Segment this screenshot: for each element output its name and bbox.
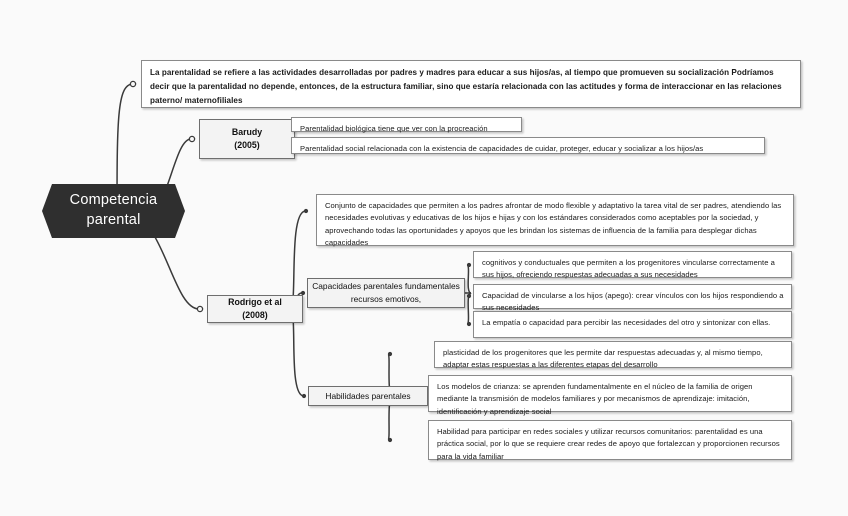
capacidades-item-1[interactable]: cognitivos y conductuales que permiten a… [473,251,792,279]
capacidades-item-3[interactable]: La empatía o capacidad para percibir las… [473,311,792,338]
branch-node-barudy[interactable]: Barudy(2005) [199,119,295,159]
wire-arrow-hab-3 [387,437,393,443]
branch-node-barudy-label: Barudy(2005) [231,126,263,150]
wire-arrow-hab-1 [387,351,393,357]
definition-box[interactable]: La parentalidad se refiere a las activid… [141,60,801,108]
wire-dot-barudy [188,135,196,143]
wire-cap-2 [467,292,472,297]
rodrigo-main-description[interactable]: Conjunto de capacidades que permiten a l… [316,194,794,247]
capacidades-item-2[interactable]: Capacidad de vincularse a los hijos (ape… [473,284,792,312]
habilidades-item-2-text: Los modelos de crianza: se aprenden fund… [437,382,753,416]
definition-text: La parentalidad se refiere a las activid… [150,68,782,105]
subbranch-node-capacidades[interactable]: Capacidades parentales fundamentales rec… [307,278,465,308]
habilidades-item-3-text: Habilidad para participar en redes socia… [437,427,780,461]
wire-arrow-rodrigo-habilidades [301,393,307,399]
wire-arrow-cap-3 [466,321,472,327]
barudy-item-1-text: Parentalidad biológica tiene que ver con… [300,124,488,133]
habilidades-item-3[interactable]: Habilidad para participar en redes socia… [428,420,792,461]
wire-root-to-rodrigo [151,231,200,310]
habilidades-item-2[interactable]: Los modelos de crianza: se aprenden fund… [428,375,792,416]
wire-arrow-cap-2 [466,293,472,299]
capacidades-item-3-text: La empatía o capacidad para percibir las… [482,318,771,327]
barudy-item-2[interactable]: Parentalidad social relacionada con la e… [291,137,765,154]
barudy-item-2-text: Parentalidad social relacionada con la e… [300,144,704,153]
branch-node-rodrigo-label: Rodrigo et al(2008) [228,296,282,320]
capacidades-item-1-text: cognitivos y conductuales que permiten a… [482,258,775,280]
wire-cap-1 [466,264,472,294]
branch-node-rodrigo[interactable]: Rodrigo et al(2008) [207,295,303,323]
capacidades-item-2-text: Capacidad de vincularse a los hijos (ape… [482,291,784,313]
habilidades-item-1-text: plasticidad de los progenitores que les … [443,348,763,370]
subbranch-node-habilidades[interactable]: Habilidades parentales [308,386,428,406]
habilidades-item-1[interactable]: plasticidad de los progenitores que les … [434,341,792,369]
wire-dot-definition [129,80,137,88]
wire-arrow-cap-1 [466,262,472,268]
subbranch-node-habilidades-label: Habilidades parentales [325,390,411,401]
subbranch-node-capacidades-label: Capacidades parentales fundamentales rec… [312,281,460,304]
wire-cap-3 [466,292,472,325]
wire-dot-rodrigo [196,305,204,313]
barudy-item-1[interactable]: Parentalidad biológica tiene que ver con… [291,117,522,133]
wire-arrow-rodrigo-main [303,208,309,214]
rodrigo-main-description-text: Conjunto de capacidades que permiten a l… [325,201,782,247]
